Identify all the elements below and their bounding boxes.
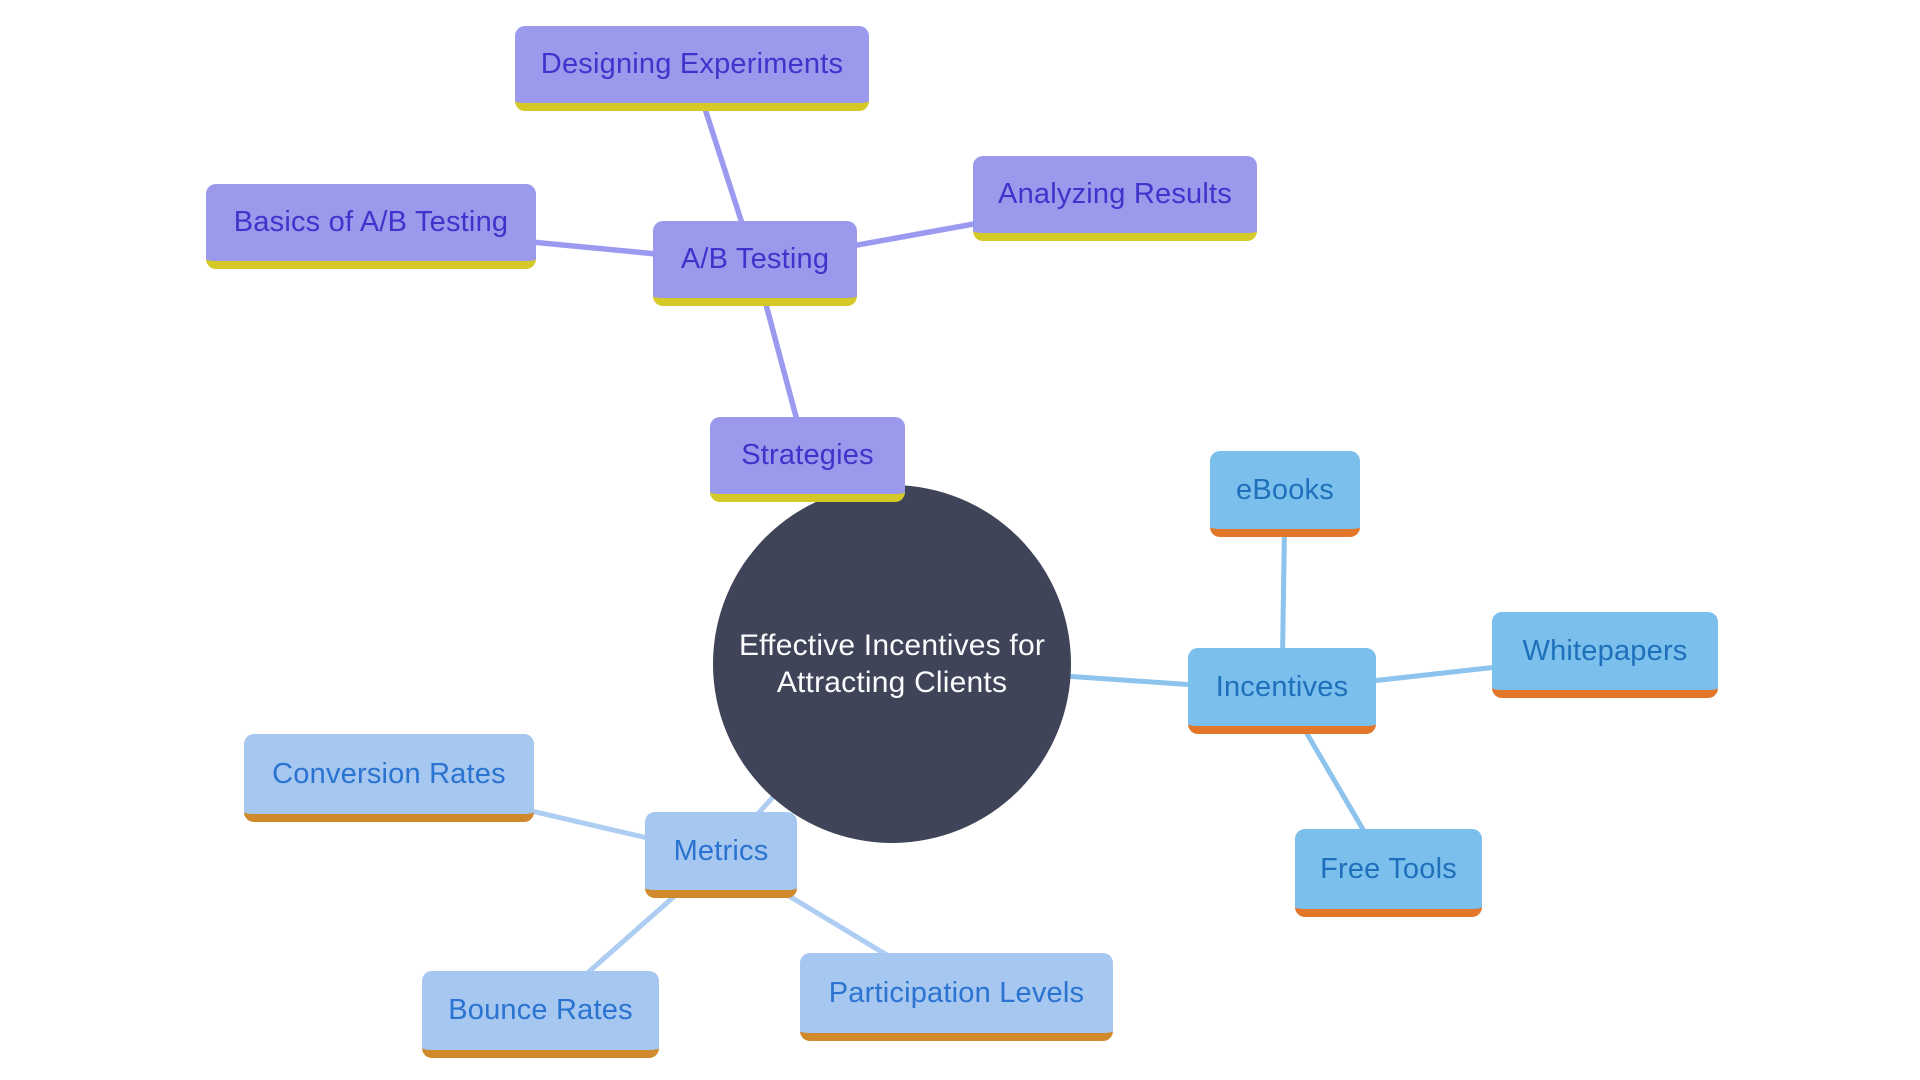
node-label-basics: Basics of A/B Testing [233, 206, 509, 238]
node-freetools[interactable]: Free Tools [1295, 829, 1482, 917]
node-label-designing: Designing Experiments [540, 48, 844, 80]
node-metrics[interactable]: Metrics [645, 812, 797, 898]
node-label-strategies: Strategies [741, 439, 874, 471]
node-label-conversion: Conversion Rates [272, 757, 506, 790]
node-ebooks[interactable]: eBooks [1210, 451, 1360, 537]
node-label-participation: Participation Levels [828, 976, 1085, 1009]
node-strategies[interactable]: Strategies [710, 417, 905, 502]
central-node-label-line: Attracting Clients [776, 666, 1008, 699]
node-conversion[interactable]: Conversion Rates [244, 734, 534, 822]
node-participation[interactable]: Participation Levels [800, 953, 1113, 1041]
node-label-metrics: Metrics [673, 834, 769, 867]
node-incentives[interactable]: Incentives [1188, 648, 1376, 734]
node-label-abtesting: A/B Testing [680, 243, 830, 275]
node-label-analyzing: Analyzing Results [998, 178, 1232, 210]
node-whitepapers[interactable]: Whitepapers [1492, 612, 1718, 698]
node-label-ebooks: eBooks [1236, 473, 1334, 506]
node-label-incentives: Incentives [1215, 670, 1349, 703]
node-label-freetools: Free Tools [1320, 852, 1457, 885]
central-node-label-line: Effective Incentives for [738, 629, 1046, 662]
node-designing[interactable]: Designing Experiments [515, 26, 869, 111]
node-analyzing[interactable]: Analyzing Results [973, 156, 1257, 241]
node-bounce[interactable]: Bounce Rates [422, 971, 659, 1058]
node-abtesting[interactable]: A/B Testing [653, 221, 857, 306]
node-label-whitepapers: Whitepapers [1522, 634, 1688, 667]
node-label-bounce: Bounce Rates [448, 994, 633, 1026]
node-basics[interactable]: Basics of A/B Testing [206, 184, 536, 269]
